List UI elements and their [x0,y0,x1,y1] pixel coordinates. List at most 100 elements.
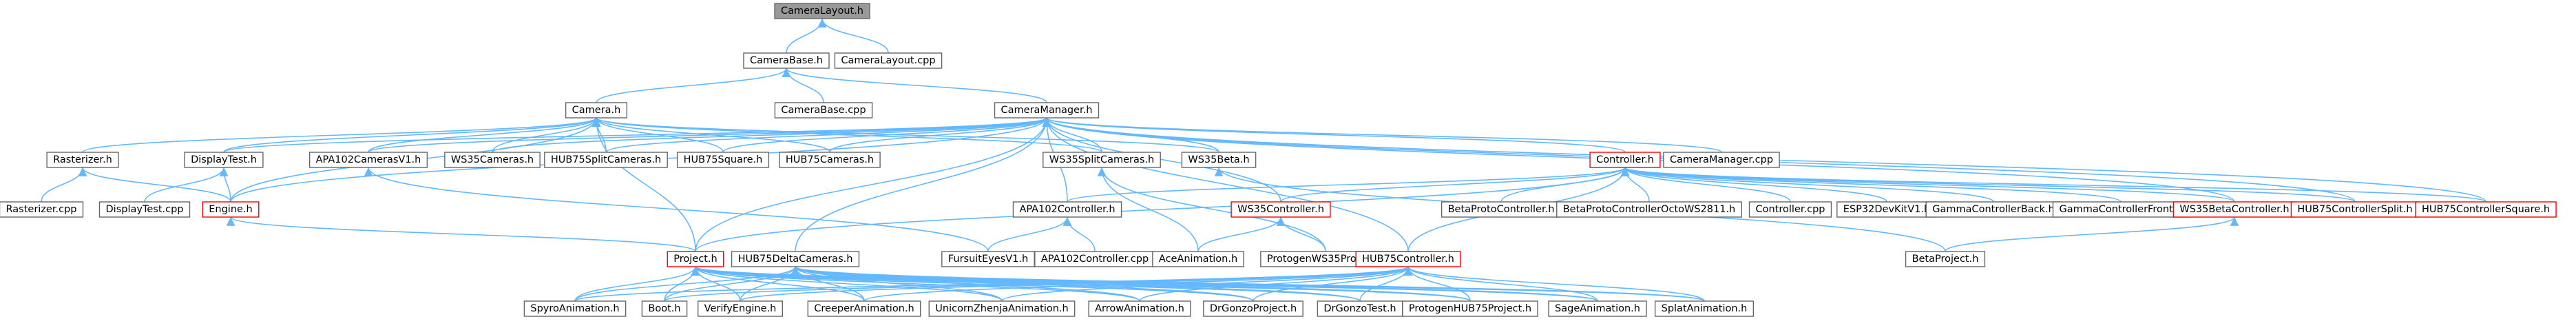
node-camerabase-cpp[interactable]: CameraBase.cpp [774,102,873,119]
node-box [1203,300,1303,317]
node-cameralayout-h[interactable]: CameraLayout.h [774,3,870,19]
edge-controller-h-to-hub75controllersquare-h [1621,167,2486,203]
node-ws35cameras-h[interactable]: WS35Cameras.h [444,152,541,168]
node-hub75controllersquare-h[interactable]: HUB75ControllerSquare.h [2415,201,2557,218]
edge-cameramanager-h-to-ws35cameras-h [492,117,1051,153]
node-hub75deltacameras-h[interactable]: HUB75DeltaCameras.h [731,251,860,267]
node-label: DisplayTest.h [191,154,257,165]
node-cameramanager-h[interactable]: CameraManager.h [994,102,1100,119]
node-label: BetaProtoControllerOctoWS2811.h [1563,204,1736,215]
node-ws35splitcameras-h[interactable]: WS35SplitCameras.h [1043,152,1161,168]
node-creeperanimation-h[interactable]: CreeperAnimation.h [807,300,921,317]
edge-hub75controller-h-to-unicornzhenjaanimation-h [1001,266,1413,302]
node-controller-cpp[interactable]: Controller.cpp [1748,201,1832,218]
node-box [544,152,668,168]
node-ws35beta-h[interactable]: WS35Beta.h [1181,152,1257,168]
node-box [1088,300,1191,317]
edge-apa102controller-h-to-fursuiteyesv1-h [987,216,1072,252]
node-displaytest-cpp[interactable]: DisplayTest.cpp [98,201,191,218]
node-cameramanager-cpp[interactable]: CameraManager.cpp [1663,152,1780,168]
node-fursuiteyesv1-h[interactable]: FursuitEyesV1.h [941,251,1035,267]
node-label: HUB75Square.h [684,154,763,165]
edge-hub75controller-h-to-splatanimation-h [1403,266,1705,302]
node-label: Boot.h [648,303,680,314]
edge-cameramanager-h-to-hub75splitcameras-h [605,117,1051,153]
node-label: Camera.h [572,105,621,116]
edge-project-h-to-creeperanimation-h [691,266,865,302]
edge-engine-h-to-project-h [226,216,696,252]
node-esp32devkitv1-h[interactable]: ESP32DevKitV1.h [1836,201,1937,218]
node-box [1355,251,1461,267]
node-rasterizer-h[interactable]: Rasterizer.h [46,152,119,168]
node-label: SplatAnimation.h [1662,303,1748,314]
node-box [667,251,724,267]
edge-cameramanager-h-to-hub75cameras-h [829,117,1051,153]
node-verifyengine-h[interactable]: VerifyEngine.h [697,300,784,317]
node-box [565,102,628,119]
node-rasterizer-cpp[interactable]: Rasterizer.cpp [0,201,84,218]
node-hub75cameras-h[interactable]: HUB75Cameras.h [779,152,881,168]
node-boot-h[interactable]: Boot.h [641,300,688,317]
node-apa102controller-h[interactable]: APA102Controller.h [1012,201,1122,218]
node-aceanimation-h[interactable]: AceAnimation.h [1152,251,1244,267]
node-ws35controller-h[interactable]: WS35Controller.h [1231,201,1331,218]
node-splatanimation-h[interactable]: SplatAnimation.h [1654,300,1755,317]
node-box [807,300,921,317]
node-box [2415,201,2557,218]
node-box [994,102,1100,119]
node-label: CameraManager.cpp [1670,154,1773,165]
node-drgonzotest-h[interactable]: DrGonzoTest.h [1317,300,1403,317]
edge-ws35betacontroller-h-to-betaproject-h [1945,216,2239,252]
node-betaprotocontrolleroctows2811-h[interactable]: BetaProtoControllerOctoWS2811.h [1556,201,1742,218]
node-project-h[interactable]: Project.h [667,251,724,267]
edge-ws35splitcameras-h-to-protogenws35project-h [1097,167,1326,252]
edge-project-h-to-arrowanimation-h [691,266,1140,302]
node-box [1654,300,1755,317]
node-unicornzhenjaanimation-h[interactable]: UnicornZhenjaAnimation.h [928,300,1076,317]
node-arrowanimation-h[interactable]: ArrowAnimation.h [1088,300,1191,317]
node-drgonzoproject-h[interactable]: DrGonzoProject.h [1203,300,1303,317]
node-label: BetaProtoController.h [1448,204,1555,215]
node-gammacontrollerback-h[interactable]: GammaControllerBack.h [1925,201,2062,218]
edge-apa102controller-h-to-apa102controller-cpp [1062,216,1096,252]
node-hub75square-h[interactable]: HUB75Square.h [676,152,770,168]
edge-hub75deltacameras-h-to-boot-h [664,266,800,302]
node-apa102controller-cpp[interactable]: APA102Controller.cpp [1034,251,1155,267]
node-box [523,300,627,317]
node-box [697,300,784,317]
node-camera-h[interactable]: Camera.h [565,102,628,119]
edge-rasterizer-h-to-rasterizer-cpp [41,167,87,203]
node-label: HUB75ControllerSplit.h [2297,204,2412,215]
node-hub75controller-h[interactable]: HUB75Controller.h [1355,251,1461,267]
node-label: DrGonzoProject.h [1210,303,1297,314]
node-box [1748,201,1832,218]
node-cameralayout-cpp[interactable]: CameraLayout.cpp [834,52,943,69]
edge-controller-h-to-ws35betacontroller-h [1621,167,2235,203]
node-label: Engine.h [209,204,253,215]
node-label: BetaProject.h [1912,254,1979,265]
node-label: GammaControllerBack.h [1932,204,2055,215]
edge-camerabase-h-to-camera-h [596,68,791,103]
node-sageanimation-h[interactable]: SageAnimation.h [1548,300,1647,317]
node-box [834,52,943,69]
node-spyroanimation-h[interactable]: SpyroAnimation.h [523,300,627,317]
node-engine-h[interactable]: Engine.h [202,201,260,218]
node-camerabase-h[interactable]: CameraBase.h [743,52,830,69]
node-label: CameraLayout.h [781,6,863,17]
node-ws35betacontroller-h[interactable]: WS35BetaController.h [2172,201,2296,218]
node-betaproject-h[interactable]: BetaProject.h [1905,251,1986,267]
node-controller-h[interactable]: Controller.h [1589,152,1661,168]
node-hub75controllersplit-h[interactable]: HUB75ControllerSplit.h [2290,201,2420,218]
node-label: CameraBase.cpp [781,105,866,116]
node-displaytest-h[interactable]: DisplayTest.h [184,152,264,168]
node-hub75splitcameras-h[interactable]: HUB75SplitCameras.h [544,152,668,168]
node-label: FursuitEyesV1.h [948,254,1028,265]
node-box [779,152,881,168]
node-protogenhub75project-h[interactable]: ProtogenHUB75Project.h [1402,300,1538,317]
node-apa102camerasv1-h[interactable]: APA102CamerasV1.h [308,152,428,168]
node-betaprotocontroller-h[interactable]: BetaProtoController.h [1441,201,1562,218]
node-box [1556,201,1742,218]
node-gammacontrollerfront-h[interactable]: GammaControllerFront.h [2052,201,2190,218]
node-box [1905,251,1986,267]
